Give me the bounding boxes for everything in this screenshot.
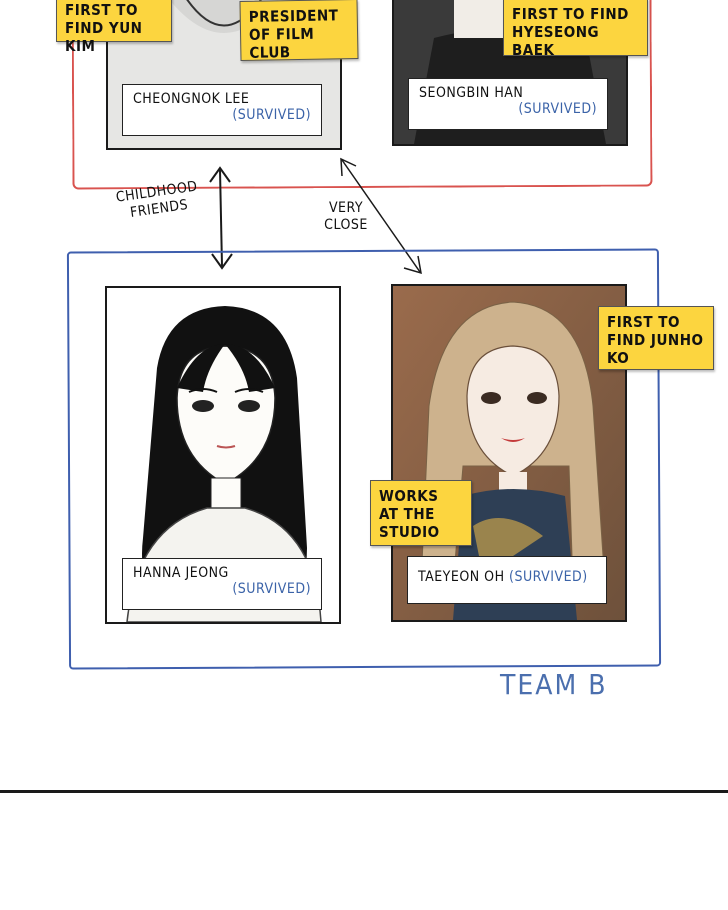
hanna-photo: [105, 286, 341, 624]
note-text: FIRST TO FIND HYESEONG BAEK: [512, 5, 629, 59]
note-works-at-studio: WORKS AT THE STUDIO: [370, 480, 472, 546]
note-text: FIRST TO FIND YUN KIM: [65, 1, 143, 55]
taeyeon-name: TAEYEON OH: [418, 569, 505, 585]
panel-divider: [0, 790, 728, 793]
cheongnok-nametag: CHEONGNOK LEE (SURVIVED): [122, 84, 322, 136]
relation-arrows: [209, 157, 422, 275]
team-b-label: TEAM B: [500, 668, 608, 701]
note-first-to-find-junho: FIRST TO FIND JUNHO KO: [598, 306, 714, 370]
note-first-to-find-yun-kim: FIRST TO FIND YUN KIM: [56, 0, 172, 55]
seongbin-status: (SURVIVED): [518, 101, 597, 117]
seongbin-name: SEONGBIN HAN: [419, 85, 524, 101]
cheongnok-status: (SURVIVED): [232, 107, 311, 123]
cheongnok-name: CHEONGNOK LEE: [133, 91, 250, 107]
hanna-status: (SURVIVED): [232, 581, 311, 597]
seongbin-nametag: SEONGBIN HAN (SURVIVED): [408, 78, 608, 130]
note-text: FIRST TO FIND JUNHO KO: [607, 313, 704, 367]
taeyeon-status: (SURVIVED): [509, 569, 588, 585]
note-text: WORKS AT THE STUDIO: [379, 487, 440, 541]
taeyeon-nametag: TAEYEON OH (SURVIVED): [407, 556, 607, 604]
very-close-label: VERY CLOSE: [324, 200, 368, 233]
note-first-to-find-hyeseong: FIRST TO FIND HYESEONG BAEK: [503, 0, 648, 59]
hanna-nametag: HANNA JEONG (SURVIVED): [122, 558, 322, 610]
hanna-name: HANNA JEONG: [133, 565, 229, 581]
